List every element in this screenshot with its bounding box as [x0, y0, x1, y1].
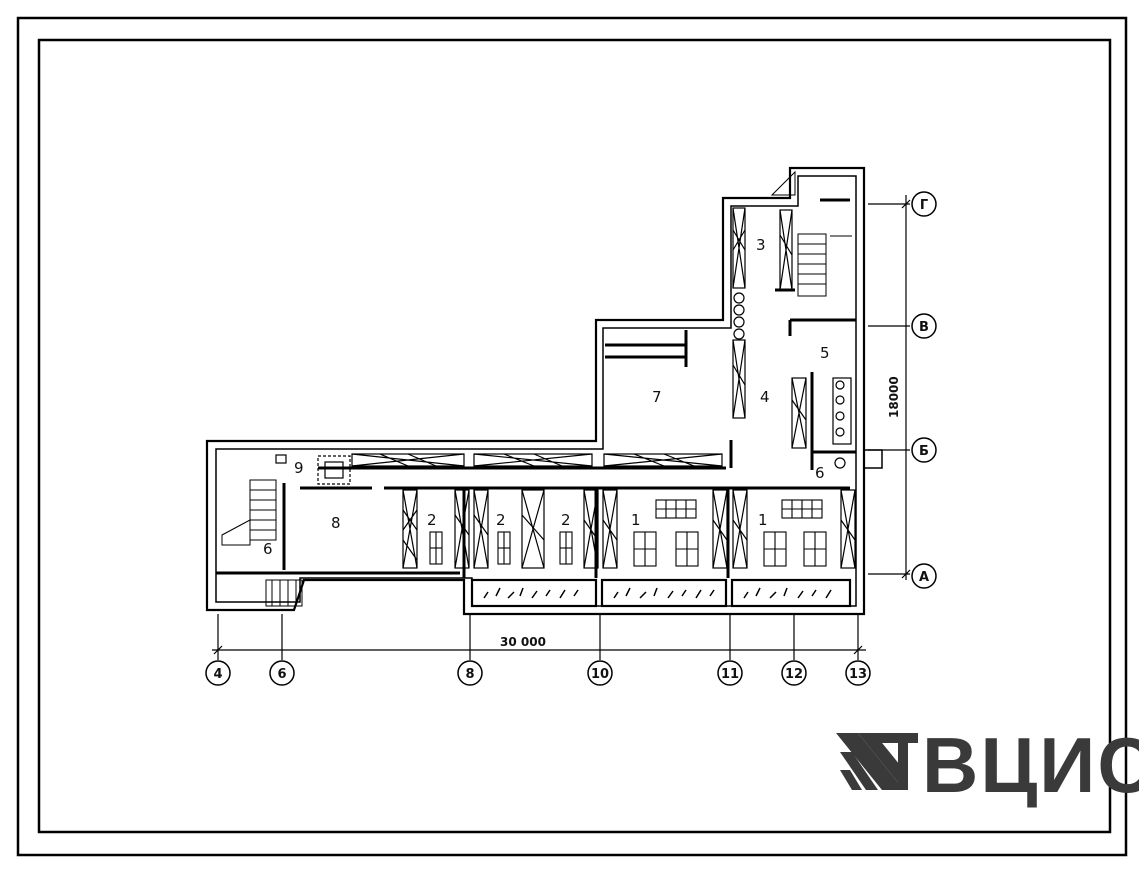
axis-label-11: 11: [721, 667, 739, 682]
pit-hatching: [483, 587, 832, 599]
room-label-8: 8: [331, 514, 341, 532]
axis-label-b: Б: [919, 444, 929, 459]
room-label-1: 1: [631, 511, 641, 529]
furniture-grids: [429, 499, 827, 567]
room-label-1: 1: [758, 511, 768, 529]
logo-emblem-icon: [836, 733, 918, 790]
room-label-9: 9: [294, 459, 304, 477]
axis-label-a: А: [919, 570, 929, 585]
room-label-6: 6: [263, 540, 273, 558]
small-room-9-box: [275, 454, 287, 464]
axis-label-12: 12: [785, 667, 803, 682]
staircases: [221, 170, 852, 607]
vcis-logo: ВЦИС: [836, 721, 1139, 809]
room-label-4: 4: [760, 388, 770, 406]
axis-label-v: В: [919, 320, 929, 335]
axis-labels-vertical: Г В Б А: [919, 198, 929, 585]
room-label-6: 6: [815, 464, 825, 482]
axis-label-13: 13: [849, 667, 867, 682]
room-label-5: 5: [820, 344, 830, 362]
outer-frame: [16, 16, 1128, 857]
room-label-2: 2: [427, 511, 437, 529]
logo-text: ВЦИС: [922, 721, 1139, 809]
room-label-2: 2: [561, 511, 571, 529]
building-walls: [205, 166, 866, 616]
axis-label-8: 8: [465, 667, 474, 682]
storage-racks: [317, 207, 856, 569]
room-label-2: 2: [496, 511, 506, 529]
room-label-3: 3: [756, 236, 766, 254]
room-labels: 1 1 2 2 2 3 4 5 6 6 7 8 9: [263, 236, 830, 558]
axis-label-g: Г: [920, 198, 928, 213]
room-label-7: 7: [652, 388, 662, 406]
inner-frame: [37, 38, 1112, 834]
equipment-circles: [733, 292, 852, 469]
dimension-label-depth: 18000: [887, 376, 901, 418]
axis-markers-horizontal: [205, 660, 871, 686]
dimension-label-width: 30 000: [500, 635, 546, 649]
axis-markers-vertical: [911, 191, 937, 589]
vestibule: [863, 449, 883, 469]
axis-label-4: 4: [213, 667, 222, 682]
dimension-line-horizontal: [212, 614, 866, 660]
axis-labels-horizontal: 4 6 8 10 11 12 13: [213, 667, 867, 682]
dimension-line-vertical: [868, 195, 911, 580]
axis-label-10: 10: [591, 667, 609, 682]
axis-label-6: 6: [277, 667, 286, 682]
